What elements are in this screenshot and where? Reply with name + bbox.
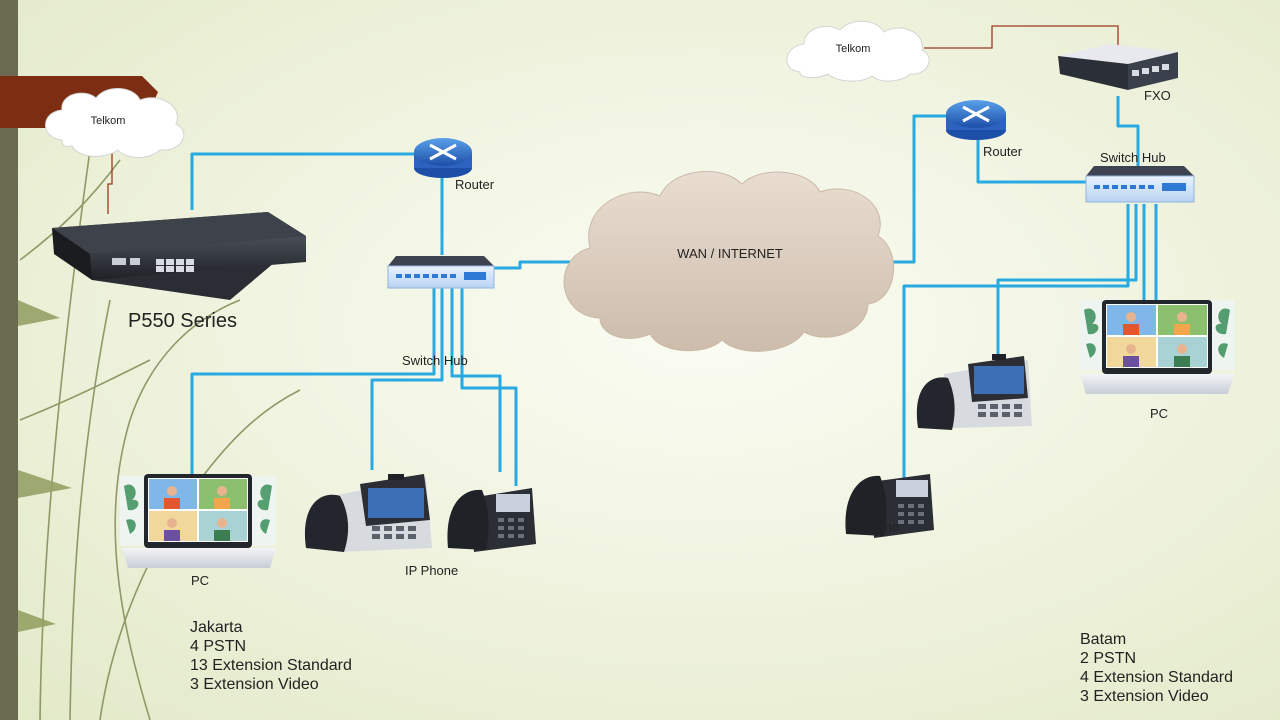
wan-internet-cloud: WAN / INTERNET [563, 171, 895, 352]
batam-pc-laptop: PC [1080, 300, 1234, 421]
jakarta-video-ip-phone [304, 474, 432, 552]
jakarta-site-name: Jakarta [190, 619, 243, 636]
jakarta-telkom-label: Telkom [91, 115, 126, 127]
batam-telkom-label: Telkom [836, 43, 871, 55]
cable-switch-phone-b [460, 288, 518, 486]
wan-label: WAN / INTERNET [677, 246, 783, 261]
fxo-gateway: FXO [1058, 44, 1178, 103]
cable-router-switch [976, 138, 1088, 184]
batam-router-label: Router [983, 144, 1023, 159]
jakarta-pstn-count: 4 PSTN [190, 638, 247, 655]
batam-switch-label: Switch Hub [1100, 150, 1166, 165]
batam-ip-phone-label: IP Phone [846, 519, 899, 534]
cable-pbx-router [190, 152, 414, 210]
pstn-lines [107, 25, 1119, 214]
jakarta-telkom-cloud: Telkom [45, 88, 185, 158]
jakarta-site-summary: Jakarta 4 PSTN 13 Extension Standard 3 E… [190, 618, 352, 694]
jakarta-ip-phone: IP Phone [405, 488, 536, 578]
cable-switch-phone [450, 288, 502, 472]
jakarta-video-extensions: 3 Extension Video [190, 676, 319, 693]
batam-video-ip-phone [916, 354, 1032, 430]
cable-switch-wan [492, 260, 570, 270]
batam-telkom-cloud: Telkom [786, 20, 930, 82]
cable-switch-phone [902, 204, 1130, 488]
batam-site-summary: Batam 2 PSTN 4 Extension Standard 3 Exte… [1080, 630, 1233, 706]
batam-standard-extensions: 4 Extension Standard [1080, 669, 1233, 686]
batam-ip-phone: IP Phone [845, 474, 934, 538]
cable-wan-router [882, 114, 946, 264]
batam-site-name: Batam [1080, 631, 1127, 648]
left-accent-bar [0, 0, 18, 720]
cable-switch-videophone [996, 204, 1138, 356]
decorative-leaves [18, 300, 72, 632]
batam-router: Router [946, 100, 1023, 159]
jakarta-ip-phone-label: IP Phone [405, 563, 458, 578]
batam-pc-label: PC [1150, 406, 1168, 421]
jakarta-pc-laptop: PC [120, 474, 276, 588]
jakarta-pc-label: PC [191, 573, 209, 588]
fxo-label: FXO [1144, 88, 1171, 103]
pbx-appliance: P550 Series [52, 212, 306, 332]
jakarta-router: Router [414, 138, 495, 192]
network-cables [190, 96, 1158, 488]
pbx-label: P550 Series [128, 310, 237, 332]
jakarta-router-label: Router [455, 177, 495, 192]
batam-switch-hub: Switch Hub [1085, 150, 1195, 203]
jakarta-standard-extensions: 13 Extension Standard [190, 657, 352, 674]
jakarta-switch-label: Switch Hub [402, 353, 468, 368]
cable-switch-pc [190, 288, 436, 478]
batam-pstn-count: 2 PSTN [1080, 650, 1137, 667]
cable-fxo-switch [1116, 96, 1140, 166]
cable-switch-videophone [370, 288, 444, 470]
jakarta-switch-hub: Switch Hub [387, 256, 495, 368]
batam-video-extensions: 3 Extension Video [1080, 688, 1209, 705]
